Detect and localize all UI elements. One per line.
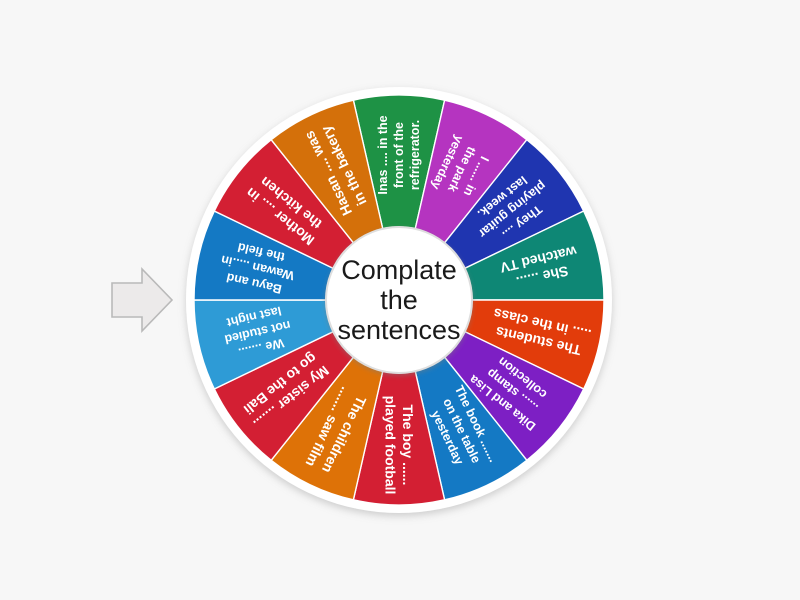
wheel-segment-label: The boy ......played football (383, 396, 417, 495)
wheel-segment-label-line: front of the (392, 122, 406, 188)
center-label-line: sentences (337, 315, 460, 345)
wheel-hub[interactable] (325, 226, 473, 374)
wheel-segment-label-line: Inas .... in the (376, 115, 390, 194)
spin-pointer-arrow[interactable] (111, 267, 174, 333)
center-label-line: Complate (341, 255, 457, 285)
wheel-segment-label-line: The boy ...... (400, 405, 416, 486)
wheel-segment-label-line: played football (383, 396, 399, 495)
wheel-segment-label-line: refrigerator. (408, 120, 422, 190)
center-label-line: the (380, 285, 418, 315)
pointer-arrow-shape (111, 267, 174, 333)
